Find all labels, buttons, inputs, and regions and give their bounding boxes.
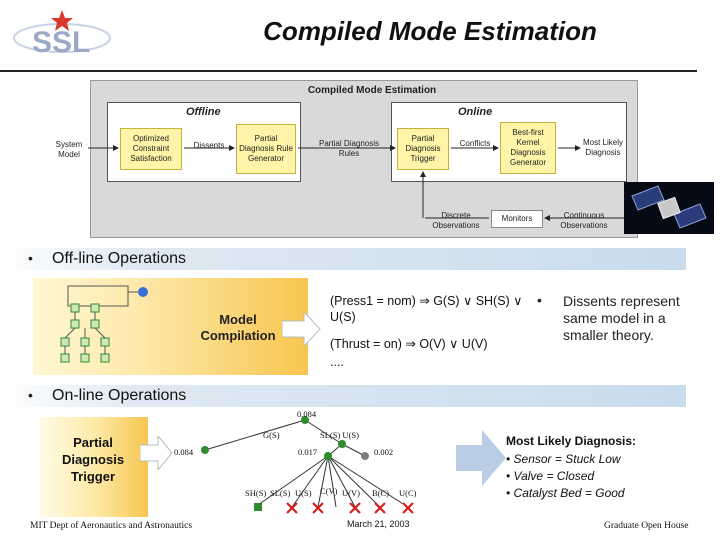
tree-right-node	[338, 440, 346, 448]
discrete-observations-label: Discrete Observations	[432, 211, 480, 230]
best-first-kernel-box: Best-first Kernel Diagnosis Generator	[500, 122, 556, 174]
tree-mid-node	[324, 452, 332, 460]
tree-left-label: G(S)	[263, 430, 280, 440]
footer-date: March 21, 2003	[347, 519, 410, 529]
logo-text: SSL	[32, 26, 90, 59]
footer-right: Graduate Open House	[604, 521, 689, 531]
diagnosis-item: • Sensor = Stuck Low	[506, 452, 621, 466]
footer-left: MIT Dept of Aeronautics and Astronautics	[30, 521, 193, 531]
tree-leaf-label: SL(S)	[270, 488, 291, 498]
tree-left-node	[201, 446, 209, 454]
offline-bullet: •	[28, 250, 33, 266]
partial-diagnosis-rule-generator-box: Partial Diagnosis Rule Generator	[236, 124, 296, 174]
partial-diagnosis-trigger-panel	[40, 417, 148, 517]
dissents-label: Dissents	[193, 141, 225, 150]
continuous-observations-label: Continuous Observations	[560, 211, 608, 230]
arrow-right-icon	[282, 312, 321, 346]
formula-thrust: (Thrust = on) ⇒ O(V) ∨ U(V)	[330, 337, 488, 351]
partial-diagnosis-rules-label: Partial Diagnosis Rules	[318, 139, 380, 158]
model-graph-icon	[60, 285, 148, 363]
ssl-logo: SSL	[10, 8, 120, 64]
tree-mid-value: 0.017	[298, 447, 318, 457]
tree-left-value: 0.084	[174, 447, 194, 457]
page-title: Compiled Mode Estimation	[263, 16, 597, 46]
system-model-label: System Model	[55, 140, 83, 159]
monitors-box: Monitors	[491, 210, 543, 228]
partial-diagnosis-trigger-box: Partial Diagnosis Trigger	[397, 128, 449, 170]
tree-leaf-label: SH(S)	[245, 488, 267, 498]
online-bullet: •	[28, 387, 33, 403]
tree-leaf-label: B(C)	[372, 488, 389, 498]
conflicts-label: Conflicts	[459, 139, 491, 148]
dissents-description: Dissents represent same model in a small…	[563, 293, 680, 343]
tree-leaf-label: C(V)	[320, 486, 338, 496]
tree-leaf-label: U(C)	[399, 488, 417, 498]
tree-leaf-label: U(S)	[295, 488, 312, 498]
optimized-constraint-box: Optimized Constraint Satisfaction	[120, 128, 182, 170]
tree-right-value: 0.002	[374, 447, 394, 457]
tree-leaf-green	[254, 503, 262, 511]
dissents-bullet: •	[537, 292, 542, 308]
most-likely-diagnosis-label: Most Likely Diagnosis	[582, 138, 623, 157]
diagnosis-item: • Catalyst Bed = Good	[506, 486, 625, 500]
satellite-icon	[624, 182, 714, 234]
tree-gray-node	[361, 452, 369, 460]
tree-leaf-label: U(V)	[342, 488, 360, 498]
offline-heading-bar	[0, 248, 686, 270]
tree-leaf-crosses	[286, 502, 414, 514]
online-title: Online	[458, 106, 493, 118]
formula-press: (Press1 = nom) ⇒ G(S) ∨ SH(S) ∨ U(S)	[330, 294, 523, 324]
partial-diagnosis-trigger-label: Partial Diagnosis Trigger	[61, 435, 125, 484]
offline-heading: Off-line Operations	[52, 250, 186, 267]
tree-right-label: SL(S) U(S)	[320, 430, 359, 440]
title-divider	[0, 70, 697, 72]
model-compilation-label: Model Compilation	[200, 312, 276, 343]
online-heading: On-line Operations	[52, 387, 187, 404]
tree-root-value: 0.084	[297, 409, 317, 419]
tree-root-node	[301, 416, 309, 424]
diagram-title: Compiled Mode Estimation	[307, 85, 437, 96]
offline-title: Offline	[186, 106, 221, 118]
formula-ellipsis: ....	[330, 355, 344, 369]
most-likely-diagnosis-title: Most Likely Diagnosis:	[506, 434, 637, 448]
diagnosis-item: • Valve = Closed	[506, 469, 595, 483]
arrow-right-icon	[456, 430, 506, 486]
online-heading-bar	[0, 385, 686, 407]
arrow-right-icon	[140, 436, 173, 470]
